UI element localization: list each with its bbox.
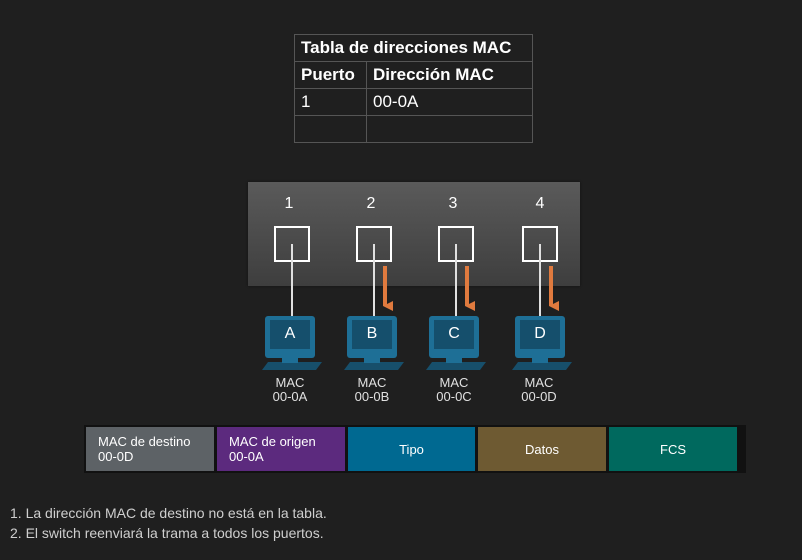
network-diagram: 1 2 3 4 A B C D MAC: [262, 195, 572, 404]
mac-table-row: 1 00-0A: [294, 88, 533, 116]
notes: 1. La dirección MAC de destino no está e…: [10, 503, 327, 543]
host-mac-value: 00-0A: [273, 389, 308, 404]
pc-name: B: [367, 325, 378, 342]
frame-src-label: MAC de origen: [229, 434, 316, 449]
frame-src-value: 00-0A: [229, 449, 264, 464]
host-mac-value: 00-0C: [436, 389, 471, 404]
mac-table-cell-port: 1: [294, 88, 367, 116]
port-label: 1: [285, 195, 294, 212]
host-mac-value: 00-0B: [355, 389, 390, 404]
host-mac-label: MAC: [440, 375, 469, 390]
frame-dest-label: MAC de destino: [98, 434, 191, 449]
mac-table-title: Tabla de direcciones MAC: [294, 34, 533, 62]
pc-name: D: [534, 325, 546, 342]
mac-table-header-port: Puerto: [294, 61, 367, 89]
pc-icon: B: [344, 316, 404, 370]
frame-type: Tipo: [348, 427, 475, 471]
host-mac-label: MAC: [525, 375, 554, 390]
pc-name: C: [448, 325, 460, 342]
switch: [248, 182, 580, 286]
mac-table-cell-port: [294, 115, 367, 143]
port-label: 3: [449, 195, 458, 212]
note-item: 2. El switch reenviará la trama a todos …: [10, 525, 324, 541]
pc-icon: A: [262, 316, 322, 370]
mac-table-cell-mac: [366, 115, 533, 143]
host-mac-value: 00-0D: [521, 389, 556, 404]
frame-dest-value: 00-0D: [98, 449, 134, 464]
mac-table-cell-mac: 00-0A: [366, 88, 533, 116]
note-item: 1. La dirección MAC de destino no está e…: [10, 505, 327, 521]
pc-icon: D: [512, 316, 572, 370]
host-mac-label: MAC: [276, 375, 305, 390]
frame-src-mac: MAC de origen 00-0A: [217, 427, 345, 471]
mac-table-row: [294, 115, 533, 143]
ethernet-frame: MAC de destino 00-0D MAC de origen 00-0A…: [84, 425, 746, 473]
frame-dest-mac: MAC de destino 00-0D: [86, 427, 214, 471]
port-label: 4: [536, 195, 545, 212]
frame-data: Datos: [478, 427, 606, 471]
mac-address-table: Tabla de direcciones MAC Puerto Direcció…: [294, 34, 533, 143]
frame-fcs: FCS: [609, 427, 737, 471]
pc-name: A: [285, 325, 296, 342]
host-mac-label: MAC: [358, 375, 387, 390]
port-label: 2: [367, 195, 376, 212]
pc-icon: C: [426, 316, 486, 370]
